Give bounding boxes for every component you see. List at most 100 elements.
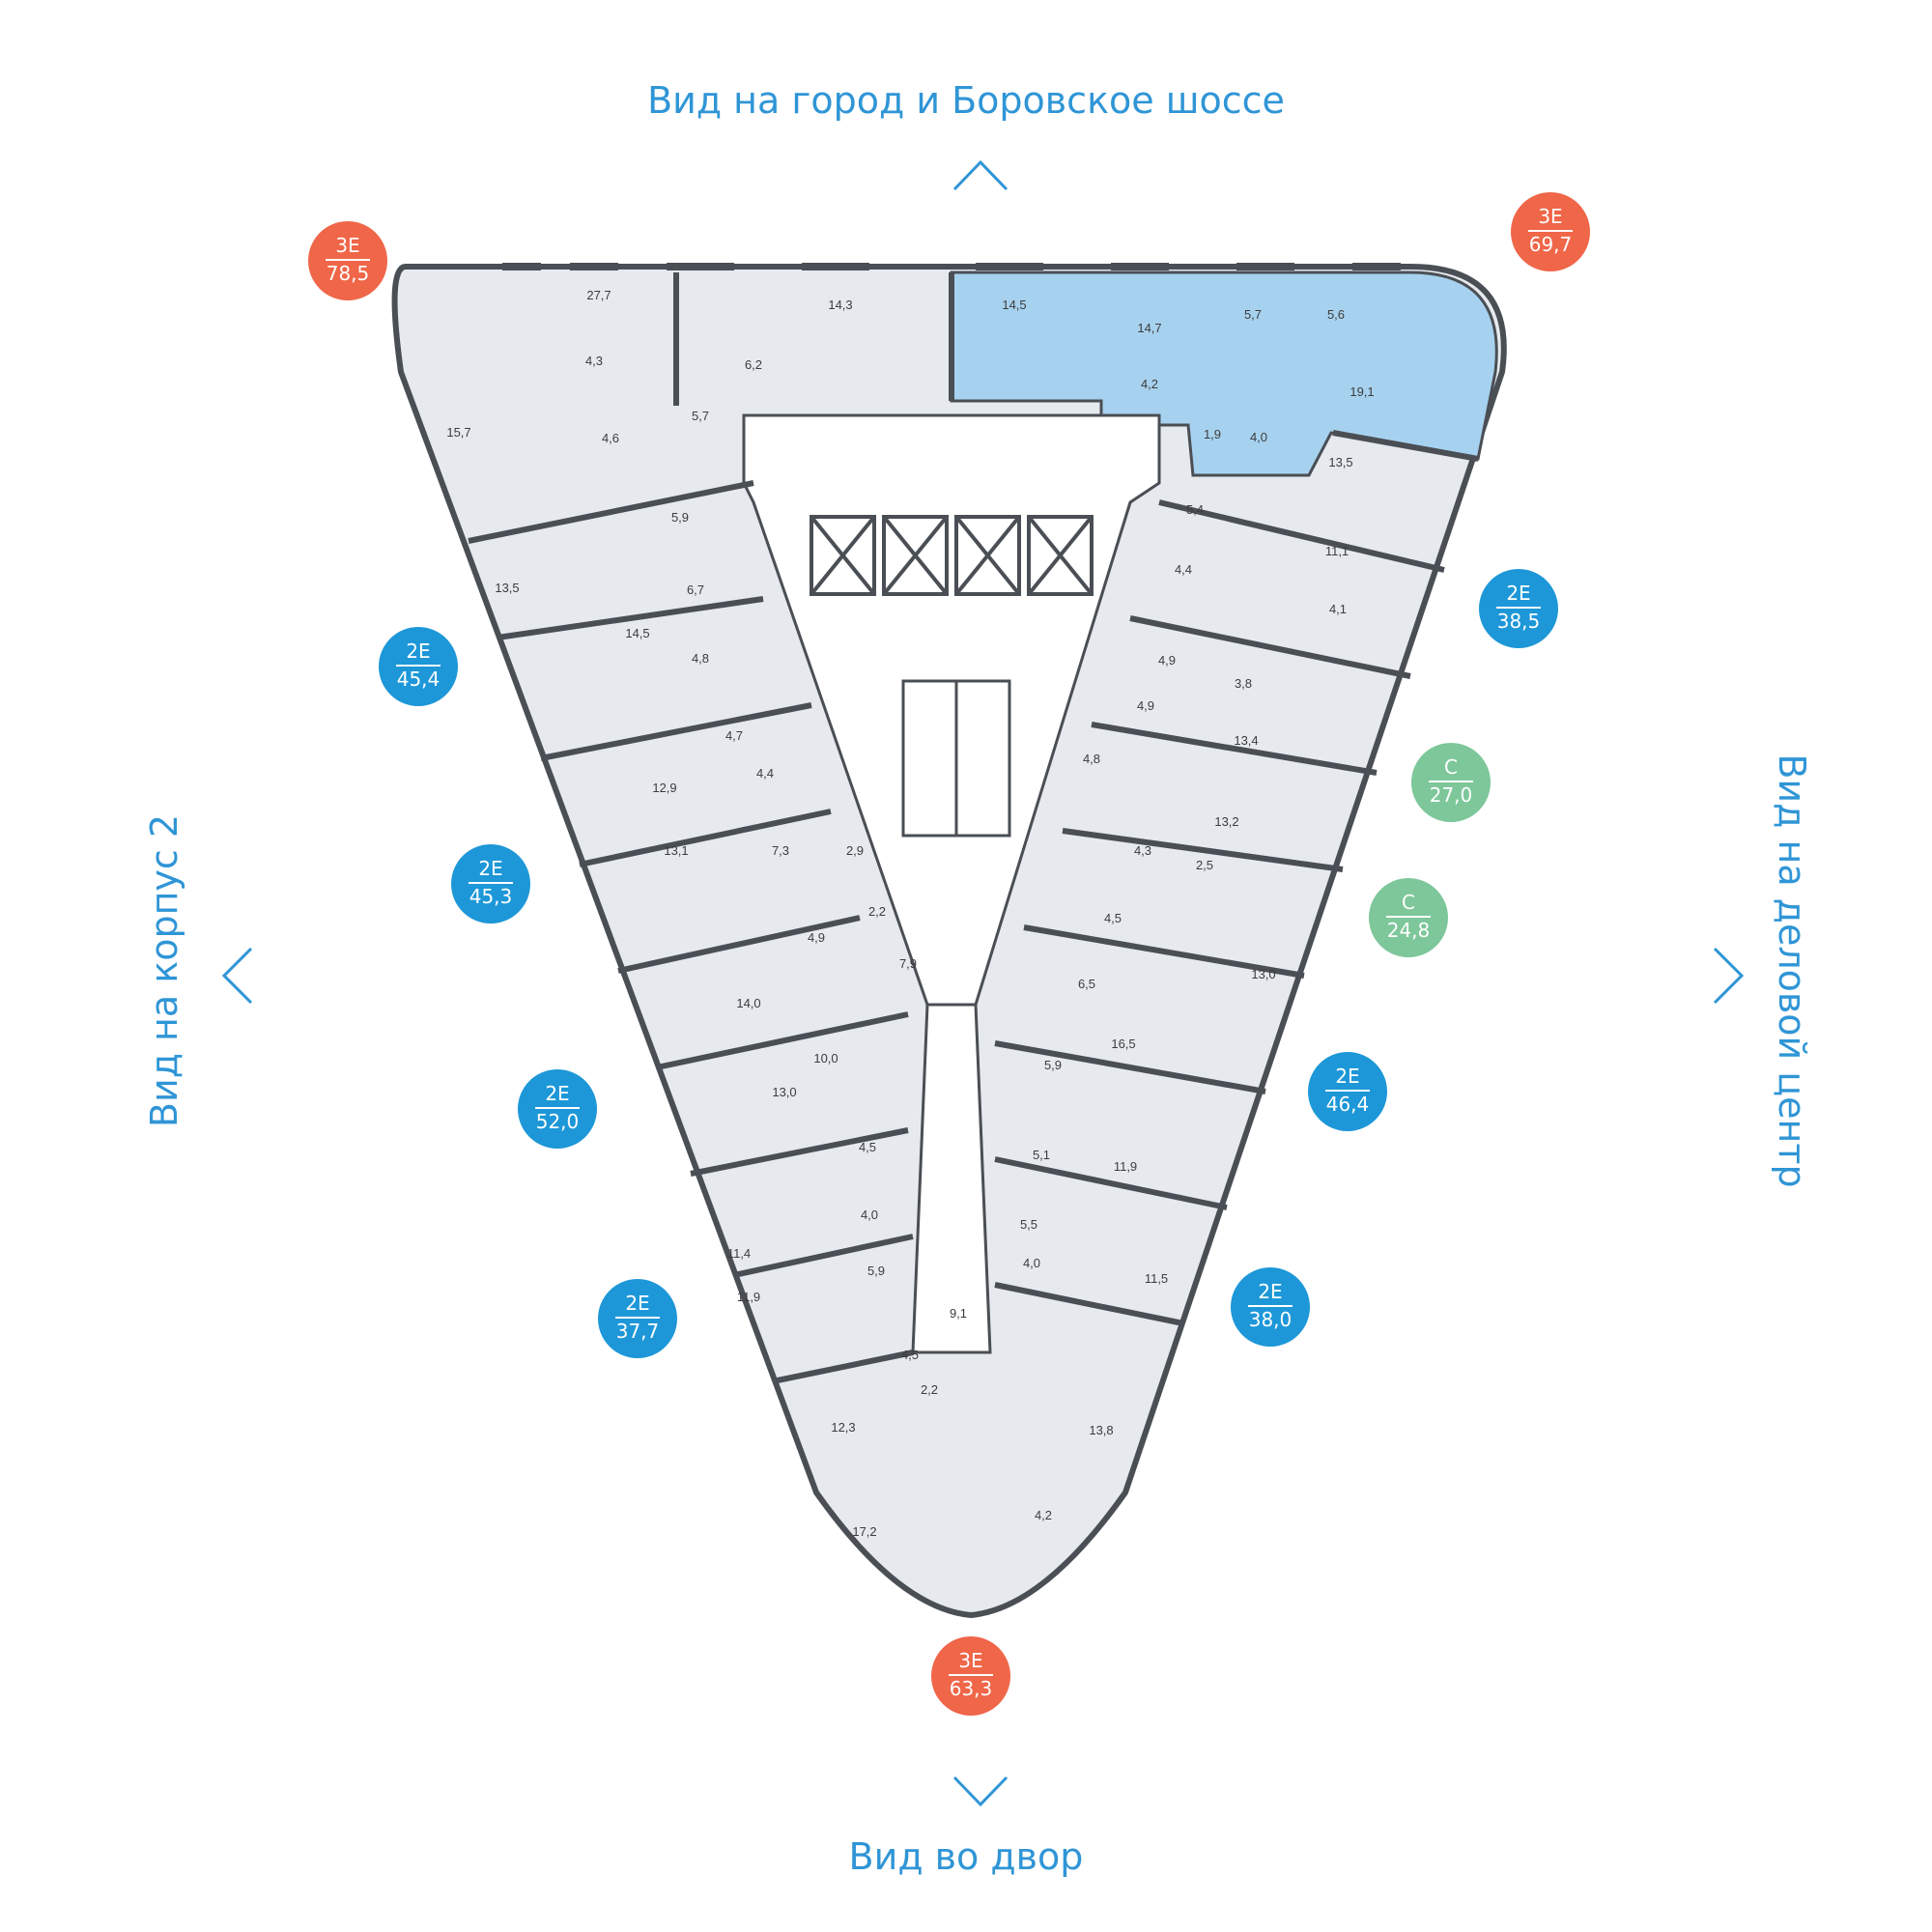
room-area-label: 11,9 [737,1290,760,1304]
badge-divider [326,259,370,261]
view-label-bottom: Вид во двор [848,1835,1084,1878]
room-area-label: 6,7 [687,582,704,597]
badge-divider [396,665,440,667]
apartment-badge-left-1[interactable]: 2Е 45,4 [379,627,458,706]
room-area-label: 4,1 [1329,602,1347,616]
room-area-label: 5,7 [692,409,709,423]
room-area-label: 2,2 [921,1382,938,1397]
badge-type: 2Е [1506,582,1531,605]
room-area-label: 4,3 [1134,843,1151,858]
arrow-up-icon [952,159,1009,191]
room-area-label: 13,0 [772,1085,796,1099]
badge-type: 2Е [545,1082,570,1105]
room-area-label: 4,9 [1137,698,1154,713]
room-area-label: 1,9 [1204,427,1221,441]
room-area-label: 4,2 [1141,377,1158,391]
badge-divider [1248,1305,1293,1307]
badge-divider [1528,230,1573,232]
room-area-label: 17,2 [852,1524,876,1539]
room-area-label: 5,9 [867,1264,885,1278]
corridor [911,1003,992,1354]
badge-type: 2Е [478,857,503,880]
room-area-label: 4,4 [1175,562,1192,577]
room-area-label: 10,0 [813,1051,838,1065]
room-area-label: 4,0 [861,1208,878,1222]
room-area-label: 4,3 [585,354,603,368]
room-area-label: 11,5 [1145,1271,1168,1286]
badge-divider [1429,781,1473,782]
room-area-label: 4,5 [901,1348,919,1362]
badge-type: 2Е [625,1292,650,1315]
apartment-badge-right-1[interactable]: 2Е 38,5 [1479,569,1558,648]
room-area-label: 4,7 [725,728,743,743]
room-area-label: 12,9 [652,781,676,795]
room-area-label: 14,3 [828,298,852,312]
view-label-right: Вид на деловой центр [1771,753,1813,1188]
badge-area: 38,0 [1248,1308,1293,1331]
badge-divider [615,1317,660,1319]
room-area-label: 13,4 [1234,733,1258,748]
arrow-right-icon [1713,947,1745,1005]
room-area-label: 6,2 [745,357,762,372]
room-area-label: 4,5 [859,1140,876,1154]
room-area-label: 4,8 [692,651,709,666]
room-area-label: 9,1 [950,1306,967,1321]
badge-divider [469,882,513,884]
room-area-label: 13,8 [1089,1423,1113,1437]
badge-type: 2Е [1258,1280,1283,1303]
room-area-label: 3,8 [1235,676,1252,691]
badge-type: 3Е [1538,205,1563,228]
room-area-label: 2,5 [1196,858,1213,872]
badge-area: 46,4 [1325,1093,1370,1116]
badge-type: 3Е [958,1649,983,1672]
room-area-label: 13,5 [495,581,519,595]
room-area-label: 11,4 [727,1246,751,1261]
apartment-badge-top-left[interactable]: 3Е 78,5 [308,221,387,300]
badge-type: С [1444,755,1458,779]
badge-divider [1386,916,1431,918]
room-area-label: 4,0 [1250,430,1267,444]
room-area-label: 14,7 [1137,321,1161,335]
room-area-label: 2,2 [868,904,886,919]
room-area-label: 16,5 [1111,1037,1135,1051]
room-area-label: 14,0 [736,996,760,1010]
view-label-left: Вид на корпус 2 [143,813,185,1128]
selected-apartment[interactable] [950,270,1498,477]
room-area-label: 5,5 [1020,1217,1037,1232]
badge-divider [535,1107,580,1109]
room-area-label: 13,0 [1251,967,1275,981]
badge-type: 2Е [406,639,431,663]
room-area-label: 5,4 [1186,502,1204,517]
elevators [810,515,1094,596]
badge-area: 78,5 [326,262,370,285]
badge-type: 3Е [335,234,360,257]
view-label-top: Вид на город и Боровское шоссе [647,79,1285,122]
badge-area: 38,5 [1496,610,1541,633]
room-area-label: 4,8 [1083,752,1100,766]
apartment-badge-top-right[interactable]: 3Е 69,7 [1511,192,1590,271]
badge-area: 45,4 [396,668,440,691]
arrow-left-icon [221,947,253,1005]
room-area-label: 15,7 [446,425,470,440]
room-area-label: 5,6 [1327,307,1345,322]
room-area-label: 5,1 [1033,1148,1050,1162]
room-area-label: 19,1 [1350,384,1374,399]
badge-divider [1325,1090,1370,1092]
room-area-label: 4,2 [1035,1508,1052,1522]
room-area-label: 4,5 [1104,911,1122,925]
staircase [901,679,1011,838]
apartment-badge-right-5[interactable]: 2Е 38,0 [1231,1267,1310,1347]
partition-walls [468,272,1479,1384]
room-area-label: 14,5 [625,626,649,640]
badge-area: 69,7 [1528,233,1573,256]
room-area-label: 5,7 [1244,307,1262,322]
room-area-label: 14,5 [1002,298,1026,312]
